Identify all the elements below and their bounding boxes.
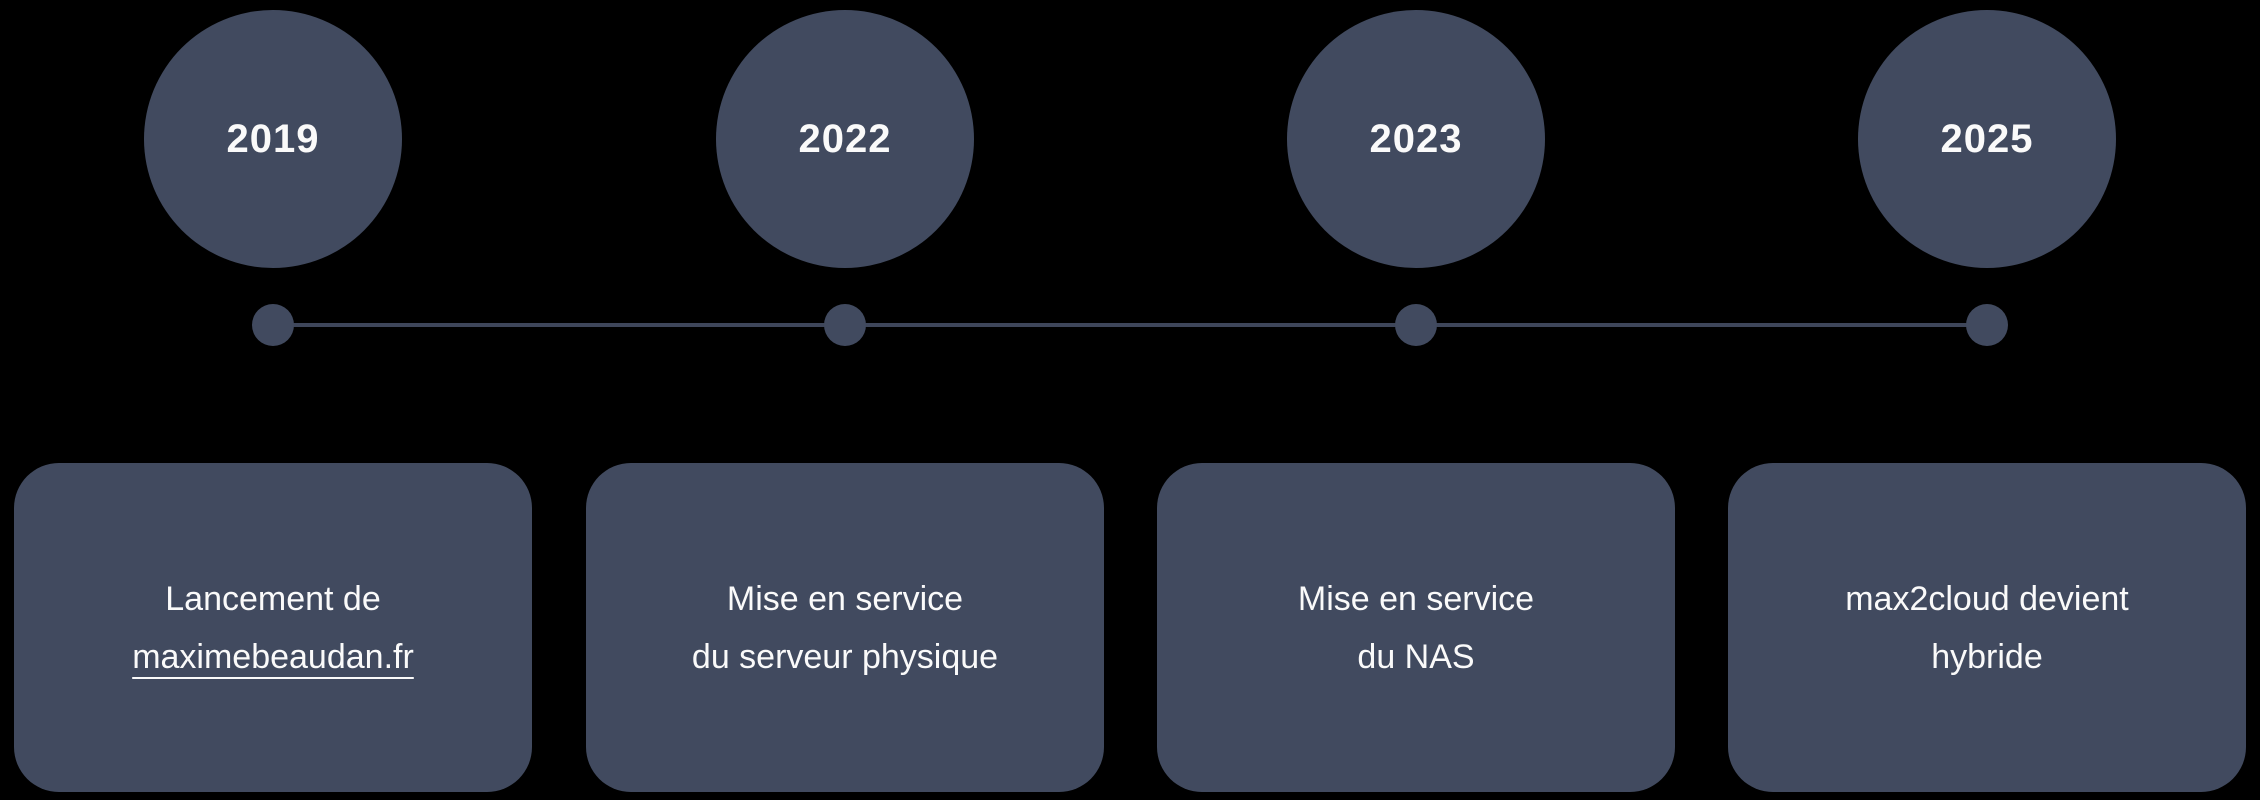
year-circle-2019: 2019 [144, 10, 402, 268]
year-circle-2025: 2025 [1858, 10, 2116, 268]
timeline-dot [824, 304, 866, 346]
event-description-line: du NAS [1357, 637, 1475, 676]
event-description-line: Mise en service [726, 579, 964, 618]
year-label: 2022 [798, 116, 892, 161]
event-card-2022: Mise en service du serveur physique [586, 463, 1104, 792]
year-label: 2023 [1369, 116, 1463, 161]
timeline-dot [252, 304, 294, 346]
event-description-line: hybride [1931, 637, 2043, 676]
event-description-line: du serveur physique [691, 637, 999, 676]
event-card-2023: Mise en service du NAS [1157, 463, 1675, 792]
timeline-line [274, 323, 1985, 327]
year-label: 2025 [1940, 116, 2034, 161]
event-description-line: max2cloud devient [1845, 579, 2129, 618]
timeline-dot [1966, 304, 2008, 346]
timeline-column-2022: 2022 Mise en service du serveur physique [586, 0, 1104, 800]
timeline-dot [1395, 304, 1437, 346]
timeline-column-2025: 2025 max2cloud devient hybride [1728, 0, 2246, 800]
timeline-column-2023: 2023 Mise en service du NAS [1157, 0, 1675, 800]
year-circle-2022: 2022 [716, 10, 974, 268]
event-link-maximebeaudan[interactable]: maximebeaudan.fr [132, 637, 414, 676]
event-description-line: Lancement de [165, 579, 381, 618]
event-card-2019: Lancement de maximebeaudan.fr [14, 463, 532, 792]
timeline-column-2019: 2019 Lancement de maximebeaudan.fr [14, 0, 532, 800]
year-label: 2019 [226, 116, 320, 161]
year-circle-2023: 2023 [1287, 10, 1545, 268]
event-card-2025: max2cloud devient hybride [1728, 463, 2246, 792]
event-description-line: Mise en service [1297, 579, 1535, 618]
